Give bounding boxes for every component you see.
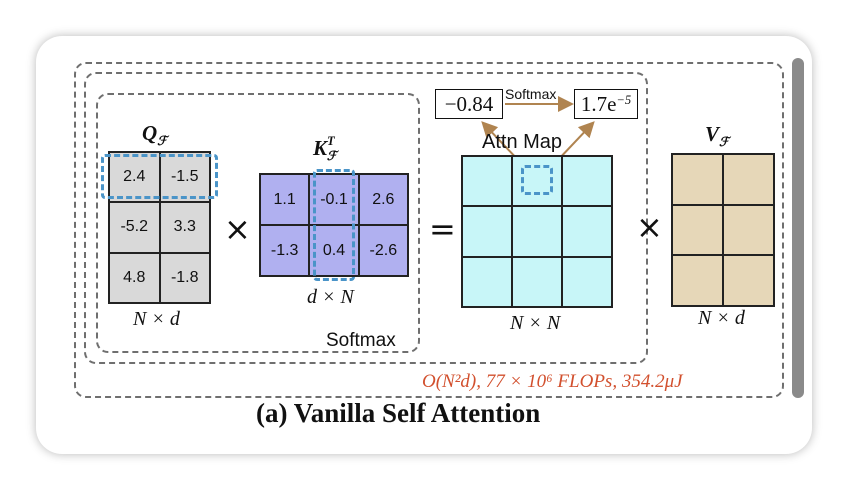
- attn-cell: [462, 206, 512, 257]
- q-cell: 4.8: [109, 252, 160, 303]
- attn-matrix: [461, 155, 613, 308]
- attn-dim: N × N: [510, 312, 561, 334]
- outer-dashed-box: [74, 62, 784, 398]
- scrollbar[interactable]: [792, 58, 804, 398]
- softmax-arrow-label: Softmax: [505, 86, 557, 102]
- q-row-highlight: [101, 154, 218, 199]
- k-cell: 1.1: [260, 174, 310, 225]
- k-dim: d × N: [307, 286, 354, 308]
- attn-cell: [462, 156, 512, 207]
- v-dim: N × d: [698, 307, 745, 329]
- attn-cell: [562, 256, 612, 307]
- attn-cell: [562, 156, 612, 207]
- k-cell: 0.4: [309, 225, 359, 276]
- v-cell: [672, 154, 723, 205]
- figure-caption: (a) Vanilla Self Attention: [256, 398, 541, 428]
- v-label: Vℱ: [705, 122, 729, 150]
- q-matrix: 2.4 -1.5 -5.2 3.3 4.8 -1.8: [108, 151, 211, 304]
- v-matrix: [671, 153, 775, 307]
- attn-cell: [512, 206, 562, 257]
- times-operator-1: ×: [224, 210, 251, 248]
- k-cell: -2.6: [358, 225, 408, 276]
- attn-cell: [562, 206, 612, 257]
- q-cell: -1.5: [159, 152, 210, 203]
- q-cell: 3.3: [159, 202, 210, 253]
- middle-dashed-box: [84, 72, 648, 364]
- q-label: Qℱ: [142, 121, 168, 149]
- equals-operator: =: [429, 210, 456, 248]
- v-cell: [723, 255, 774, 306]
- complexity-annotation: O(N²d), 77 × 10⁶ FLOPs, 354.2μJ: [422, 371, 683, 392]
- pre-softmax-value: −0.84: [435, 89, 503, 119]
- attn-cell-highlight: [521, 165, 553, 195]
- v-cell: [723, 154, 774, 205]
- attn-cell: [462, 256, 512, 307]
- times-operator-2: ×: [636, 208, 663, 246]
- softmax-box-label: Softmax: [326, 330, 396, 351]
- attn-map-label: Attn Map: [482, 131, 563, 153]
- post-softmax-value: 1.7e−5: [574, 89, 638, 119]
- k-cell: 2.6: [358, 174, 408, 225]
- attn-cell: [512, 256, 562, 307]
- k-matrix: 1.1 -0.1 2.6 -1.3 0.4 -2.6: [259, 173, 409, 277]
- q-cell: -1.8: [159, 252, 210, 303]
- v-cell: [672, 255, 723, 306]
- k-column-highlight: [313, 169, 355, 281]
- attn-cell: [512, 156, 562, 207]
- k-cell: -0.1: [309, 174, 359, 225]
- k-label: KTℱ: [313, 134, 337, 164]
- v-cell: [723, 204, 774, 256]
- v-cell: [672, 204, 723, 256]
- q-dim: N × d: [133, 308, 180, 330]
- q-cell: -5.2: [109, 202, 160, 253]
- q-cell: 2.4: [109, 152, 160, 203]
- softmax-dashed-box: [96, 93, 420, 353]
- k-cell: -1.3: [260, 225, 310, 276]
